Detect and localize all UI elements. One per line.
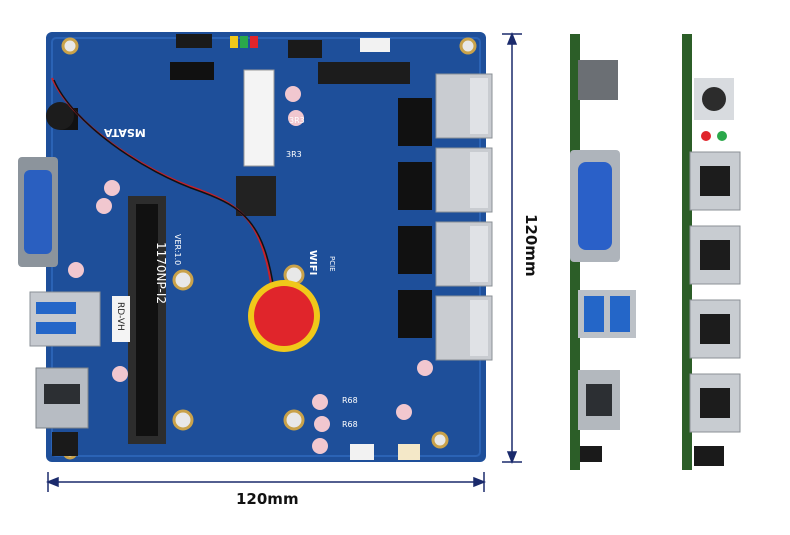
side-view-right bbox=[682, 34, 741, 470]
usb-port-top bbox=[29, 291, 101, 347]
capacitors bbox=[68, 86, 433, 454]
power-header bbox=[360, 38, 390, 52]
silk-version: VER:1.0 bbox=[173, 234, 182, 266]
width-dimension-line bbox=[45, 472, 487, 492]
led-red bbox=[701, 131, 711, 141]
ram-slot bbox=[112, 196, 166, 444]
hdmi-port-top bbox=[35, 367, 89, 429]
fan-header-2 bbox=[398, 444, 420, 460]
side-view-left bbox=[570, 34, 636, 470]
inductor-label: R68 bbox=[342, 420, 358, 429]
led-pins bbox=[230, 36, 258, 48]
inductor-label: 3R3 bbox=[286, 150, 302, 159]
vga-port-top bbox=[18, 157, 58, 267]
fan-header-1 bbox=[350, 444, 374, 460]
width-dimension-label: 120mm bbox=[236, 490, 299, 508]
inductor-label: R68 bbox=[342, 396, 358, 405]
sata-connector bbox=[288, 40, 322, 58]
cmos-battery bbox=[254, 286, 314, 346]
gpio-header bbox=[176, 34, 212, 48]
inductor-label: 3R3 bbox=[289, 116, 305, 125]
power-jack bbox=[52, 432, 78, 456]
led-green bbox=[717, 131, 727, 141]
height-dimension-line bbox=[502, 31, 522, 465]
ram-label-sticker: RD-VH bbox=[115, 302, 125, 331]
buzzer bbox=[46, 102, 74, 130]
silk-pcie: PCIE bbox=[328, 256, 336, 272]
silk-model: 1170NP-I2 bbox=[154, 242, 168, 304]
m2-slot bbox=[318, 62, 410, 84]
msata-slot bbox=[243, 69, 275, 167]
silk-wifi: WIFI bbox=[307, 250, 318, 276]
height-dimension-label: 120mm bbox=[522, 214, 540, 277]
silk-msata: MSATA bbox=[104, 126, 146, 139]
